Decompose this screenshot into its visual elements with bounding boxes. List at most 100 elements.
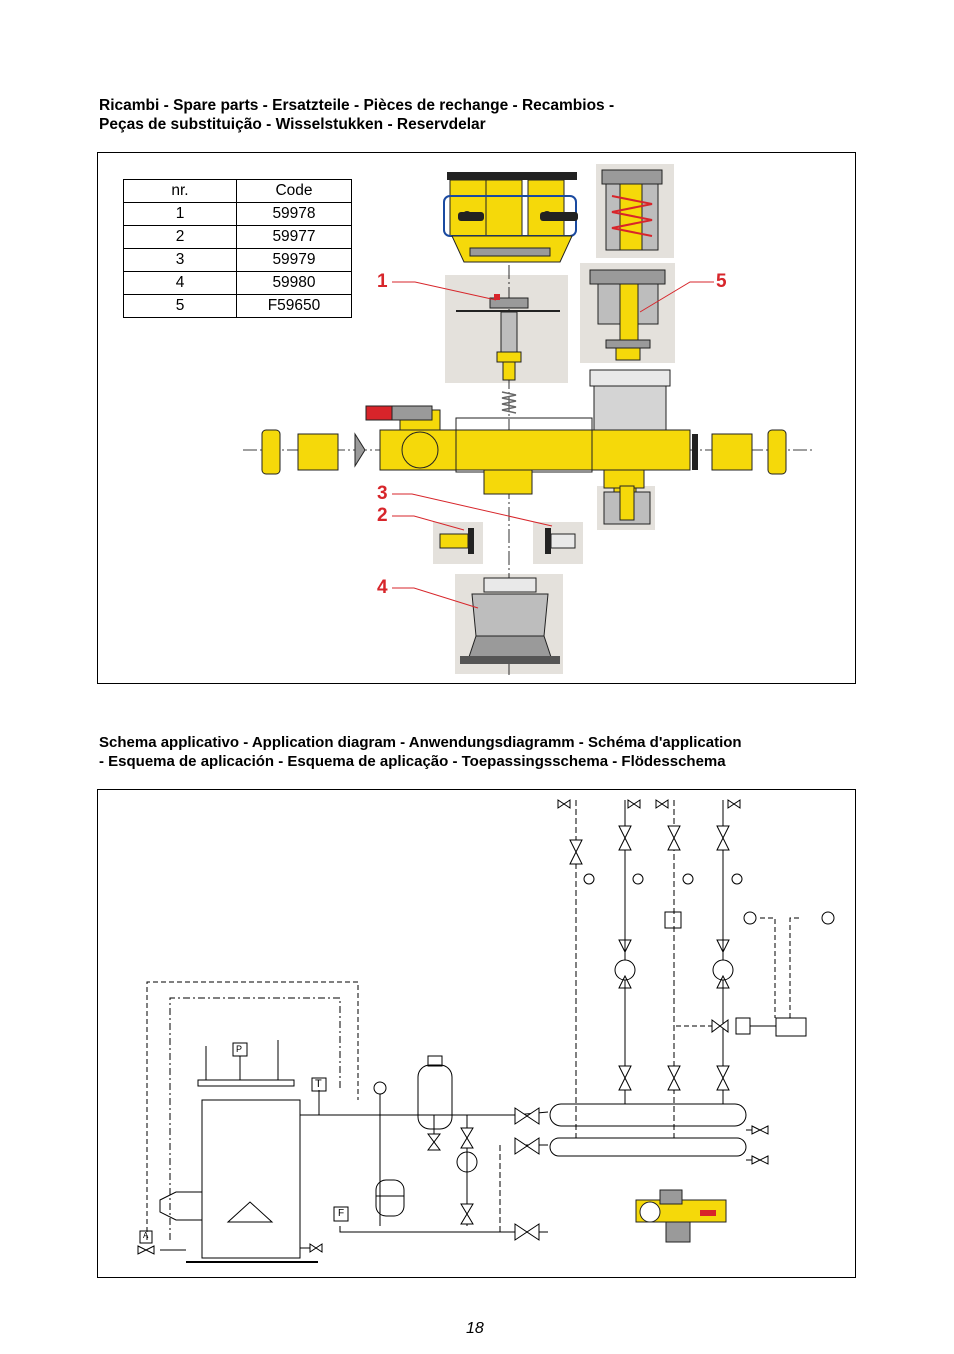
valve-icon (460, 1203, 474, 1225)
actuator-icon (735, 1017, 751, 1035)
thermostat-box (311, 1077, 327, 1092)
application-diagram-panel (97, 789, 856, 1278)
valve-icon (514, 1223, 540, 1241)
valve-icon (727, 799, 741, 809)
air-vent-icon (427, 1055, 443, 1067)
cell-code: 59977 (236, 225, 352, 249)
pressure-switch-label: P (236, 1044, 243, 1054)
cell-code: 59978 (236, 202, 352, 226)
control-dashed-loop-inner (169, 997, 341, 1240)
flow-switch-label: F (338, 1208, 345, 1219)
gauge-icon (682, 873, 694, 885)
flow-switch-box (333, 1206, 349, 1222)
expansion-vessel-icon (375, 1179, 405, 1217)
valve-icon (618, 1065, 632, 1091)
flow-temperature-sensor-icon (743, 911, 757, 925)
valve-icon (309, 1243, 323, 1253)
column-header-code: Code (236, 179, 352, 203)
cell-code: 59979 (236, 248, 352, 272)
three-way-valve-icon (711, 1019, 729, 1033)
callout-1: 1 (377, 271, 388, 292)
cell-nr: 2 (123, 225, 237, 249)
flow-switch-box-icon (664, 911, 682, 929)
thermostat-label: T (315, 1078, 322, 1090)
alarm-valve-box (139, 1230, 153, 1244)
valve-icon (716, 1065, 730, 1091)
application-diagram-heading: Schema applicativo - Application diagram… (99, 733, 869, 771)
product-unit-icon (635, 1189, 727, 1243)
valve-icon (557, 799, 571, 809)
valve-icon (514, 1137, 540, 1155)
circuit-2-pump-icon (712, 959, 734, 981)
spring-icon (501, 391, 517, 414)
cell-code: F59650 (236, 294, 352, 318)
left-fittings-icon (261, 429, 366, 475)
application-diagram-heading-line-1: Schema applicativo - Application diagram… (99, 734, 742, 751)
pump-check-icon (618, 939, 632, 989)
valve-icon (514, 1107, 540, 1125)
lower-cartridge-icon (603, 485, 651, 525)
callout-3: 3 (377, 483, 388, 504)
valve-icon (627, 799, 641, 809)
right-fittings-icon (692, 429, 787, 475)
gauge-icon (731, 873, 743, 885)
air-separator-icon (417, 1064, 453, 1130)
part-1-icon (456, 294, 560, 381)
page-number: 18 (466, 1320, 484, 1337)
application-diagram-heading-line-2: - Esquema de aplicación - Esquema de apl… (99, 753, 726, 770)
boiler-top-icon (197, 1079, 295, 1087)
outdoor-sensor-wire (789, 917, 800, 1018)
alarm-valve-label: A (143, 1231, 149, 1240)
valve-body-icon (365, 369, 691, 523)
gauge-icon (583, 873, 595, 885)
spare-parts-heading: Ricambi - Spare parts - Ersatzteile - Pi… (99, 96, 869, 134)
valve-symbols (137, 799, 769, 1255)
part-2-icon (439, 528, 474, 554)
fill-pump-icon (456, 1151, 478, 1173)
part-4-icon (460, 577, 560, 664)
flow-manifold-icon (549, 1103, 747, 1127)
flow-pipe (300, 1111, 549, 1116)
boiler-burner-icon (226, 1201, 274, 1223)
valve-icon (655, 799, 669, 809)
pressure-switch-box (232, 1042, 248, 1057)
cell-code: 59980 (236, 271, 352, 295)
callout-4: 4 (377, 577, 388, 598)
valve-icon (460, 1127, 474, 1149)
table-header-row: nr. Code (123, 179, 352, 203)
valve-icon (569, 839, 583, 865)
valve-icon (618, 825, 632, 851)
burner-icon (159, 1191, 203, 1221)
top-cartridge-icon (601, 169, 663, 251)
part-3-icon (545, 528, 576, 554)
return-manifold-icon (549, 1137, 747, 1157)
table-row: 2 59977 (123, 225, 352, 249)
spare-parts-table: nr. Code 1 59978 2 59977 3 59979 4 59980 (123, 179, 352, 318)
valve-icon (667, 1065, 681, 1091)
gauge-icon (632, 873, 644, 885)
callout-2: 2 (377, 505, 388, 526)
part-5-icon (589, 269, 666, 361)
callout-leaders (392, 281, 714, 609)
spare-parts-panel: nr. Code 1 59978 2 59977 3 59979 4 59980 (97, 152, 856, 684)
valve-icon (667, 825, 681, 851)
spare-parts-heading-line-1: Ricambi - Spare parts - Ersatzteile - Pi… (99, 97, 615, 114)
pressure-gauge-icon (373, 1081, 387, 1095)
valve-icon (751, 1125, 769, 1135)
controller-icon (775, 1017, 807, 1037)
valve-icon (716, 825, 730, 851)
outdoor-temperature-sensor-icon (821, 911, 835, 925)
valve-icon (137, 1245, 155, 1255)
boiler-icon (201, 1099, 301, 1259)
valve-icon (751, 1155, 769, 1165)
callout-5: 5 (716, 271, 727, 292)
flow-sensor-wire (760, 917, 776, 1018)
control-dashed-loop-outer (146, 981, 359, 1240)
valve-icon (427, 1133, 441, 1151)
cell-nr: 5 (123, 294, 237, 318)
top-valve-group-icon (443, 172, 578, 263)
table-row: 5 F59650 (123, 294, 352, 318)
spare-parts-heading-line-2: Peças de substituição - Wisselstukken - … (99, 116, 486, 133)
